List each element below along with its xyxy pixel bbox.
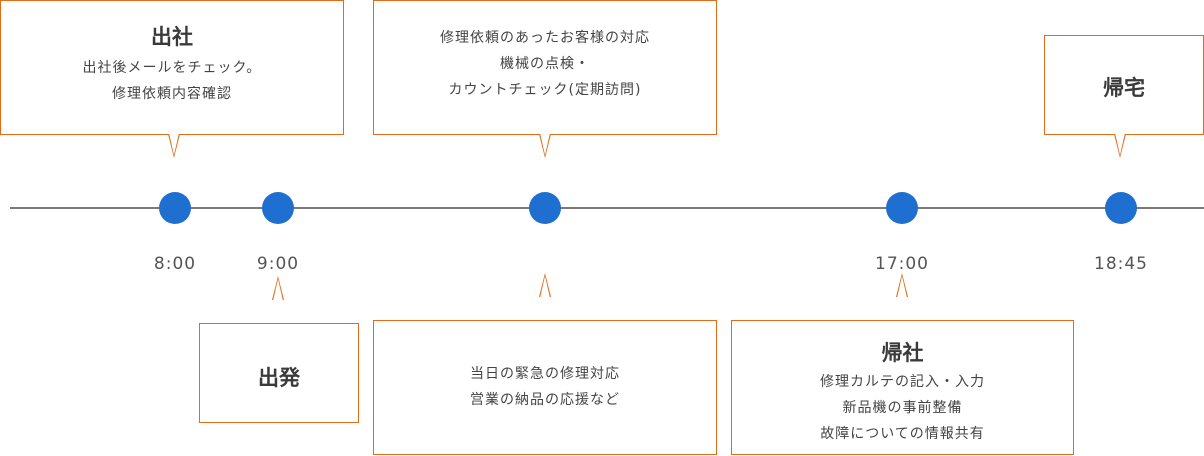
timeline-dot-0900 <box>262 192 294 224</box>
timeline-axis <box>10 207 1204 209</box>
callout-kisha-line: 新品機の事前整備 <box>842 400 963 416</box>
callout-shussha: 出社 出社後メールをチェック。 修理依頼内容確認 <box>0 0 344 135</box>
callout-shuppatsu-title: 出発 <box>258 366 300 390</box>
callout-shuppatsu: 出発 <box>199 323 359 423</box>
callout-visit-line: 機械の点検・ <box>500 56 590 72</box>
callout-kisha-line: 修理カルテの記入・入力 <box>820 374 985 390</box>
callout-kitaku: 帰宅 <box>1044 35 1204 135</box>
callout-visit-line: カウントチェック(定期訪問) <box>448 82 642 98</box>
callout-shussha-line: 出社後メールをチェック。 <box>82 60 262 76</box>
callout-kitaku-title: 帰宅 <box>1103 76 1145 100</box>
callout-kisha-title: 帰社 <box>881 341 924 365</box>
callout-urgent-line: 当日の緊急の修理対応 <box>470 366 620 382</box>
callout-visit: 修理依頼のあったお客様の対応 機械の点検・ カウントチェック(定期訪問) <box>373 0 717 135</box>
time-label-0800: 8:00 <box>153 254 197 274</box>
callout-shussha-title: 出社 <box>151 25 193 49</box>
callout-urgent: 当日の緊急の修理対応 営業の納品の応援など <box>373 320 717 455</box>
timeline-dot-1700 <box>886 192 918 224</box>
callout-kisha: 帰社 修理カルテの記入・入力 新品機の事前整備 故障についての情報共有 <box>731 320 1074 455</box>
time-label-1700: 17:00 <box>875 254 929 274</box>
callout-kisha-line: 故障についての情報共有 <box>820 426 985 442</box>
callout-urgent-line: 営業の納品の応援など <box>470 392 620 408</box>
callout-visit-line: 修理依頼のあったお客様の対応 <box>440 30 650 46</box>
time-label-1845: 18:45 <box>1094 254 1148 274</box>
time-label-0900: 9:00 <box>256 254 300 274</box>
timeline-dot-1845 <box>1105 192 1137 224</box>
timeline-dot-0800 <box>159 192 191 224</box>
timeline-dot-visit <box>529 192 561 224</box>
callout-shussha-line: 修理依頼内容確認 <box>112 86 232 102</box>
